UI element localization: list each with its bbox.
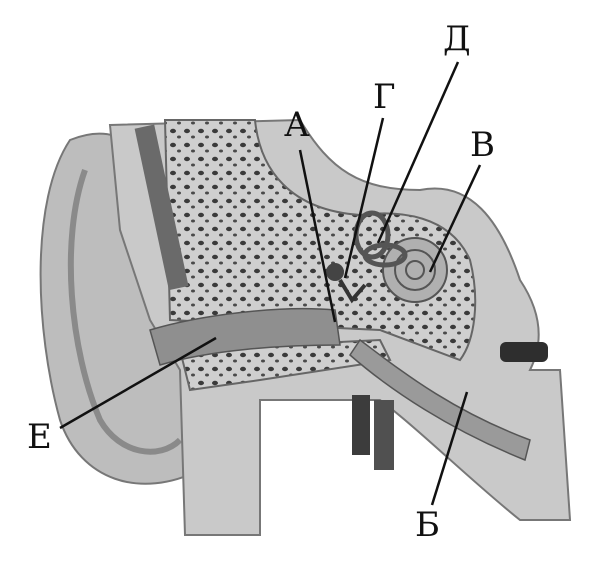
eustachian-tube bbox=[349, 338, 531, 462]
leader-line-V bbox=[428, 164, 482, 273]
label-E: Е bbox=[27, 417, 52, 457]
leader-lines bbox=[59, 61, 482, 506]
cochlea bbox=[382, 237, 448, 303]
leader-line-D bbox=[376, 61, 460, 244]
leader-line-E bbox=[59, 336, 217, 430]
label-G: Г bbox=[373, 77, 396, 117]
leader-line-G bbox=[343, 117, 385, 279]
leader-line-B bbox=[430, 391, 469, 506]
label-B: Б bbox=[415, 505, 440, 545]
label-V: В bbox=[470, 125, 495, 165]
label-A: А bbox=[284, 105, 310, 145]
label-D: Д bbox=[443, 19, 471, 59]
leader-line-A bbox=[298, 149, 337, 323]
ear-canal bbox=[149, 307, 341, 366]
temporal-bone bbox=[163, 119, 477, 362]
